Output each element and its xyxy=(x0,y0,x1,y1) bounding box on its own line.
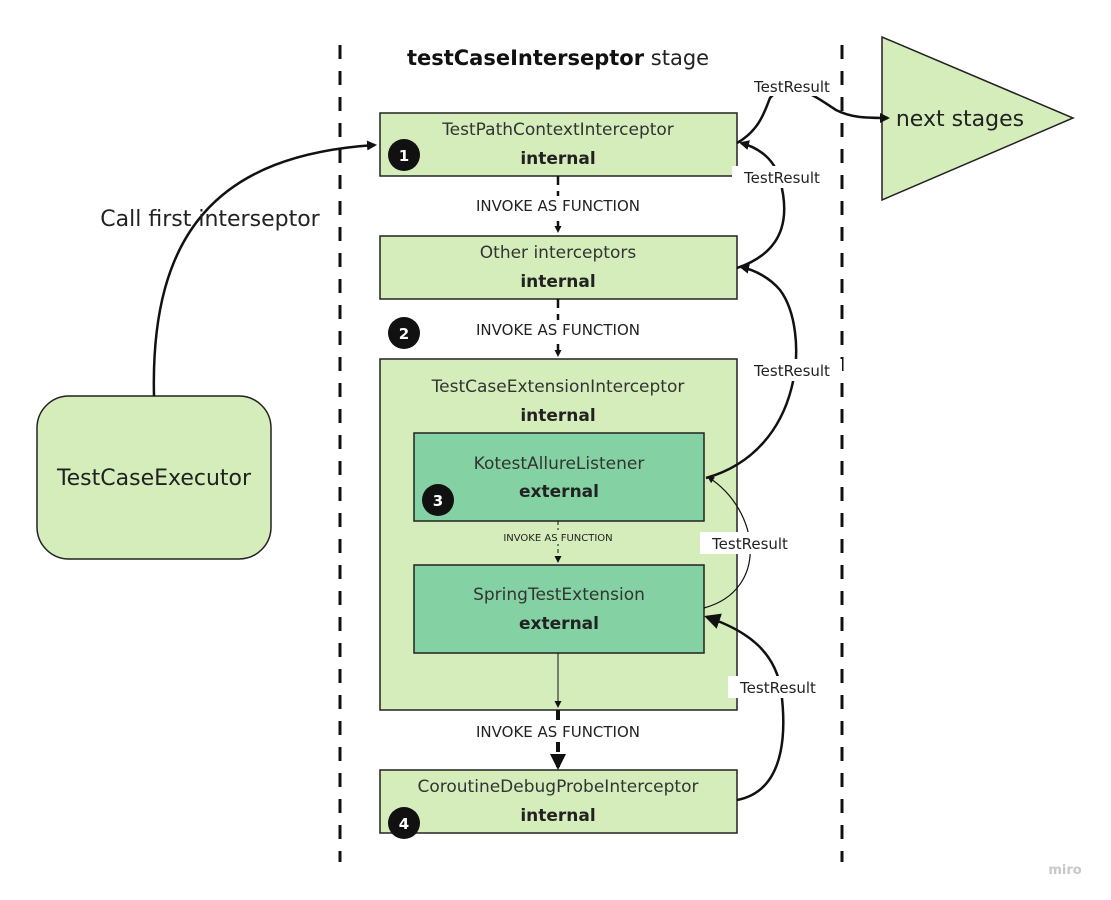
allure-name: KotestAllureListener xyxy=(474,454,645,474)
result-label-1-bg xyxy=(732,166,832,188)
invoke-label-2-bg xyxy=(450,320,666,340)
extension-name: TestCaseExtensionInterceptor xyxy=(431,377,685,397)
badge-4-text: 4 xyxy=(399,815,409,833)
result-arrow-other-to-path xyxy=(736,140,786,270)
result-arrow-path-to-next xyxy=(736,87,890,145)
allure-box xyxy=(413,432,705,522)
extension-kind: internal xyxy=(520,406,595,426)
result-label-3: TestResult xyxy=(711,535,788,553)
spring-box xyxy=(413,564,705,654)
invoke-label-3-bg xyxy=(450,720,666,742)
other-kind: internal xyxy=(520,272,595,292)
next-stages-label: next stages xyxy=(896,107,1024,132)
result-label-1: TestResult xyxy=(743,169,820,187)
stage-title: testCaseInterseptor stage xyxy=(407,46,709,70)
executor-label: TestCaseExecutor xyxy=(56,466,252,491)
result-label-0-bg xyxy=(745,76,839,96)
badge-3 xyxy=(422,484,454,516)
badge-2-text: 2 xyxy=(399,325,409,343)
spring-kind: external xyxy=(519,614,599,634)
result-label-4: TestResult xyxy=(739,679,816,697)
result-arrow-allure-to-other xyxy=(705,263,798,480)
allure-kind: external xyxy=(519,482,599,502)
badge-2 xyxy=(388,317,420,349)
result-label-2-bg xyxy=(742,359,842,381)
call-first-arrow xyxy=(152,140,377,397)
miro-watermark: miro xyxy=(1048,863,1081,878)
badge-3-text: 3 xyxy=(433,492,443,510)
coroutine-box xyxy=(379,769,738,834)
invoke-label-1-bg xyxy=(450,196,666,216)
badge-1 xyxy=(388,139,420,171)
other-name: Other interceptors xyxy=(480,243,637,263)
result-label-4-bg xyxy=(728,676,828,698)
stage-title-rest: stage xyxy=(644,46,709,70)
invoke-label-2: INVOKE AS FUNCTION xyxy=(476,321,640,339)
invoke-label-inner: INVOKE AS FUNCTION xyxy=(503,533,612,544)
path-context-name: TestPathContextInterceptor xyxy=(441,120,674,140)
coroutine-kind: internal xyxy=(520,806,595,826)
invoke-label-inner-bg xyxy=(488,530,628,544)
invoke-label-1: INVOKE AS FUNCTION xyxy=(476,197,640,215)
result-label-2: TestResult xyxy=(753,362,830,380)
call-first-label: Call first interseptor xyxy=(100,207,320,232)
spring-name: SpringTestExtension xyxy=(473,585,645,605)
result-label-0: TestResult xyxy=(753,78,830,96)
coroutine-name: CoroutineDebugProbeInterceptor xyxy=(418,777,699,797)
path-context-kind: internal xyxy=(520,149,595,169)
badge-1-text: 1 xyxy=(399,147,409,165)
stage-title-bold: testCaseInterseptor xyxy=(407,46,645,70)
invoke-label-3: INVOKE AS FUNCTION xyxy=(476,723,640,741)
other-box xyxy=(379,235,738,300)
path-context-box xyxy=(379,112,738,177)
result-label-3-bg xyxy=(700,532,800,554)
badge-4 xyxy=(388,807,420,839)
